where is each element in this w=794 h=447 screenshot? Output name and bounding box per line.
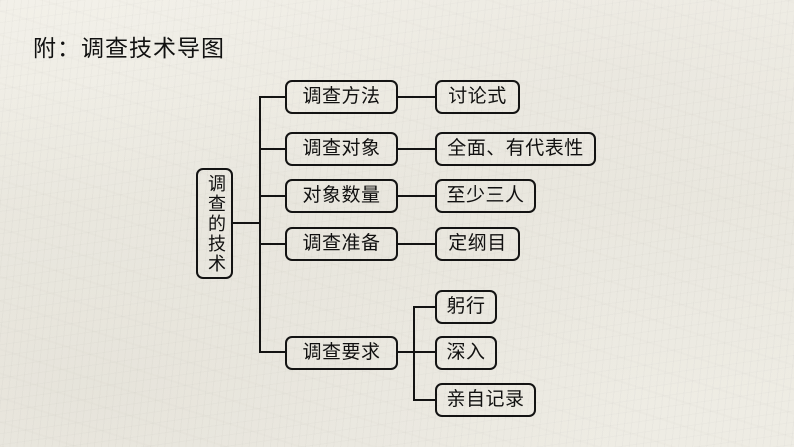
- root-node-survey-technique: 调查的技术: [196, 168, 233, 279]
- leaf-node-practice-personally: 躬行: [435, 290, 497, 324]
- branch-node-survey-method: 调查方法: [285, 80, 398, 114]
- connector-method-to-value: [397, 96, 436, 98]
- leaf-node-in-depth: 深入: [435, 336, 497, 370]
- branch-node-survey-preparation: 调查准备: [285, 227, 398, 261]
- connector-prepare-to-value: [397, 243, 436, 245]
- connector-require-spine: [413, 306, 415, 401]
- branch-node-survey-requirement: 调查要求: [285, 336, 398, 370]
- connector-count-to-value: [397, 195, 436, 197]
- connector-require-to-child-2: [413, 351, 436, 353]
- connector-spine-to-count: [259, 195, 286, 197]
- connector-target-to-value: [397, 148, 436, 150]
- connector-root-stem: [233, 222, 261, 224]
- connector-spine-to-target: [259, 148, 286, 150]
- connector-require-to-child-3: [413, 399, 436, 401]
- leaf-node-comprehensive-representative: 全面、有代表性: [435, 132, 596, 166]
- connector-spine-to-require: [259, 351, 286, 353]
- connector-spine-to-method: [259, 96, 286, 98]
- leaf-node-at-least-three-people: 至少三人: [435, 179, 536, 213]
- branch-node-target-count: 对象数量: [285, 179, 398, 213]
- connector-main-spine: [259, 96, 261, 353]
- branch-node-survey-target: 调查对象: [285, 132, 398, 166]
- leaf-node-record-personally: 亲自记录: [435, 383, 536, 417]
- leaf-node-discussion-style: 讨论式: [435, 80, 520, 114]
- connector-spine-to-prepare: [259, 243, 286, 245]
- connector-require-to-child-1: [413, 306, 436, 308]
- leaf-node-set-outline: 定纲目: [435, 227, 520, 261]
